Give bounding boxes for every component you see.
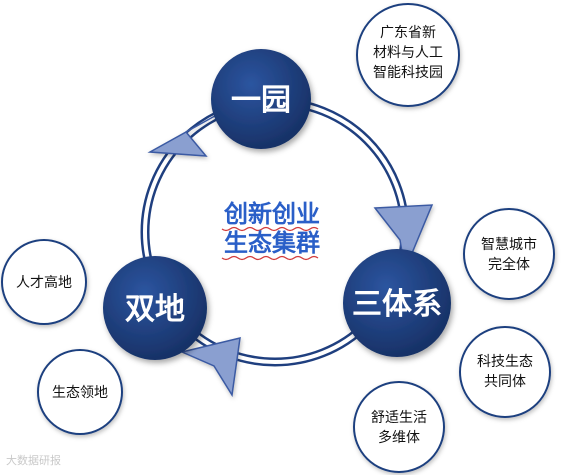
- node-shuangdi: 双地: [103, 256, 207, 360]
- satellite-gd-line-3: 智能科技园: [373, 65, 443, 81]
- satellite-sssh-line-2: 多维体: [378, 429, 420, 446]
- satellite-stld-line-1: 生态领地: [52, 385, 108, 401]
- satellite-kjst: 科技生态 共同体: [459, 326, 551, 418]
- node-yiyuan-label: 一园: [231, 83, 291, 118]
- satellite-zhcs-line-2: 完全体: [488, 256, 530, 273]
- satellite-sssh-line-1: 舒适生活: [371, 410, 427, 426]
- satellite-zhcs-line-1: 智慧城市: [481, 236, 537, 253]
- satellite-kjst-line-1: 科技生态: [477, 354, 533, 370]
- satellite-gd-line-2: 材料与人工: [373, 45, 443, 61]
- satellite-kjst-line-2: 共同体: [484, 374, 526, 390]
- arrow-top-left: [147, 111, 223, 157]
- satellite-rcgd: 人才高地: [1, 239, 87, 325]
- center-line-1: 创新创业: [223, 200, 320, 228]
- satellite-stld: 生态领地: [37, 349, 123, 435]
- node-yiyuan: 一园: [211, 49, 311, 149]
- node-shuangdi-label: 双地: [125, 292, 185, 327]
- satellite-gd: 广东省新 材料与人工 智能科技园: [356, 3, 460, 107]
- center-title: 创新创业 生态集群: [221, 200, 320, 261]
- center-underline-2: [221, 255, 319, 261]
- center-line-2: 生态集群: [224, 229, 320, 257]
- watermark-text: 大数据研报: [6, 454, 61, 467]
- satellite-zhcs: 智慧城市 完全体: [463, 208, 555, 300]
- satellite-sssh: 舒适生活 多维体: [353, 381, 445, 473]
- arrow-bottom-left: [179, 337, 241, 398]
- satellite-rcgd-line-1: 人才高地: [16, 274, 72, 291]
- satellite-gd-line-1: 广东省新: [380, 25, 436, 41]
- center-underline-1: [221, 226, 319, 232]
- node-santi: 三体系: [343, 249, 451, 357]
- node-santi-label: 三体系: [352, 287, 442, 322]
